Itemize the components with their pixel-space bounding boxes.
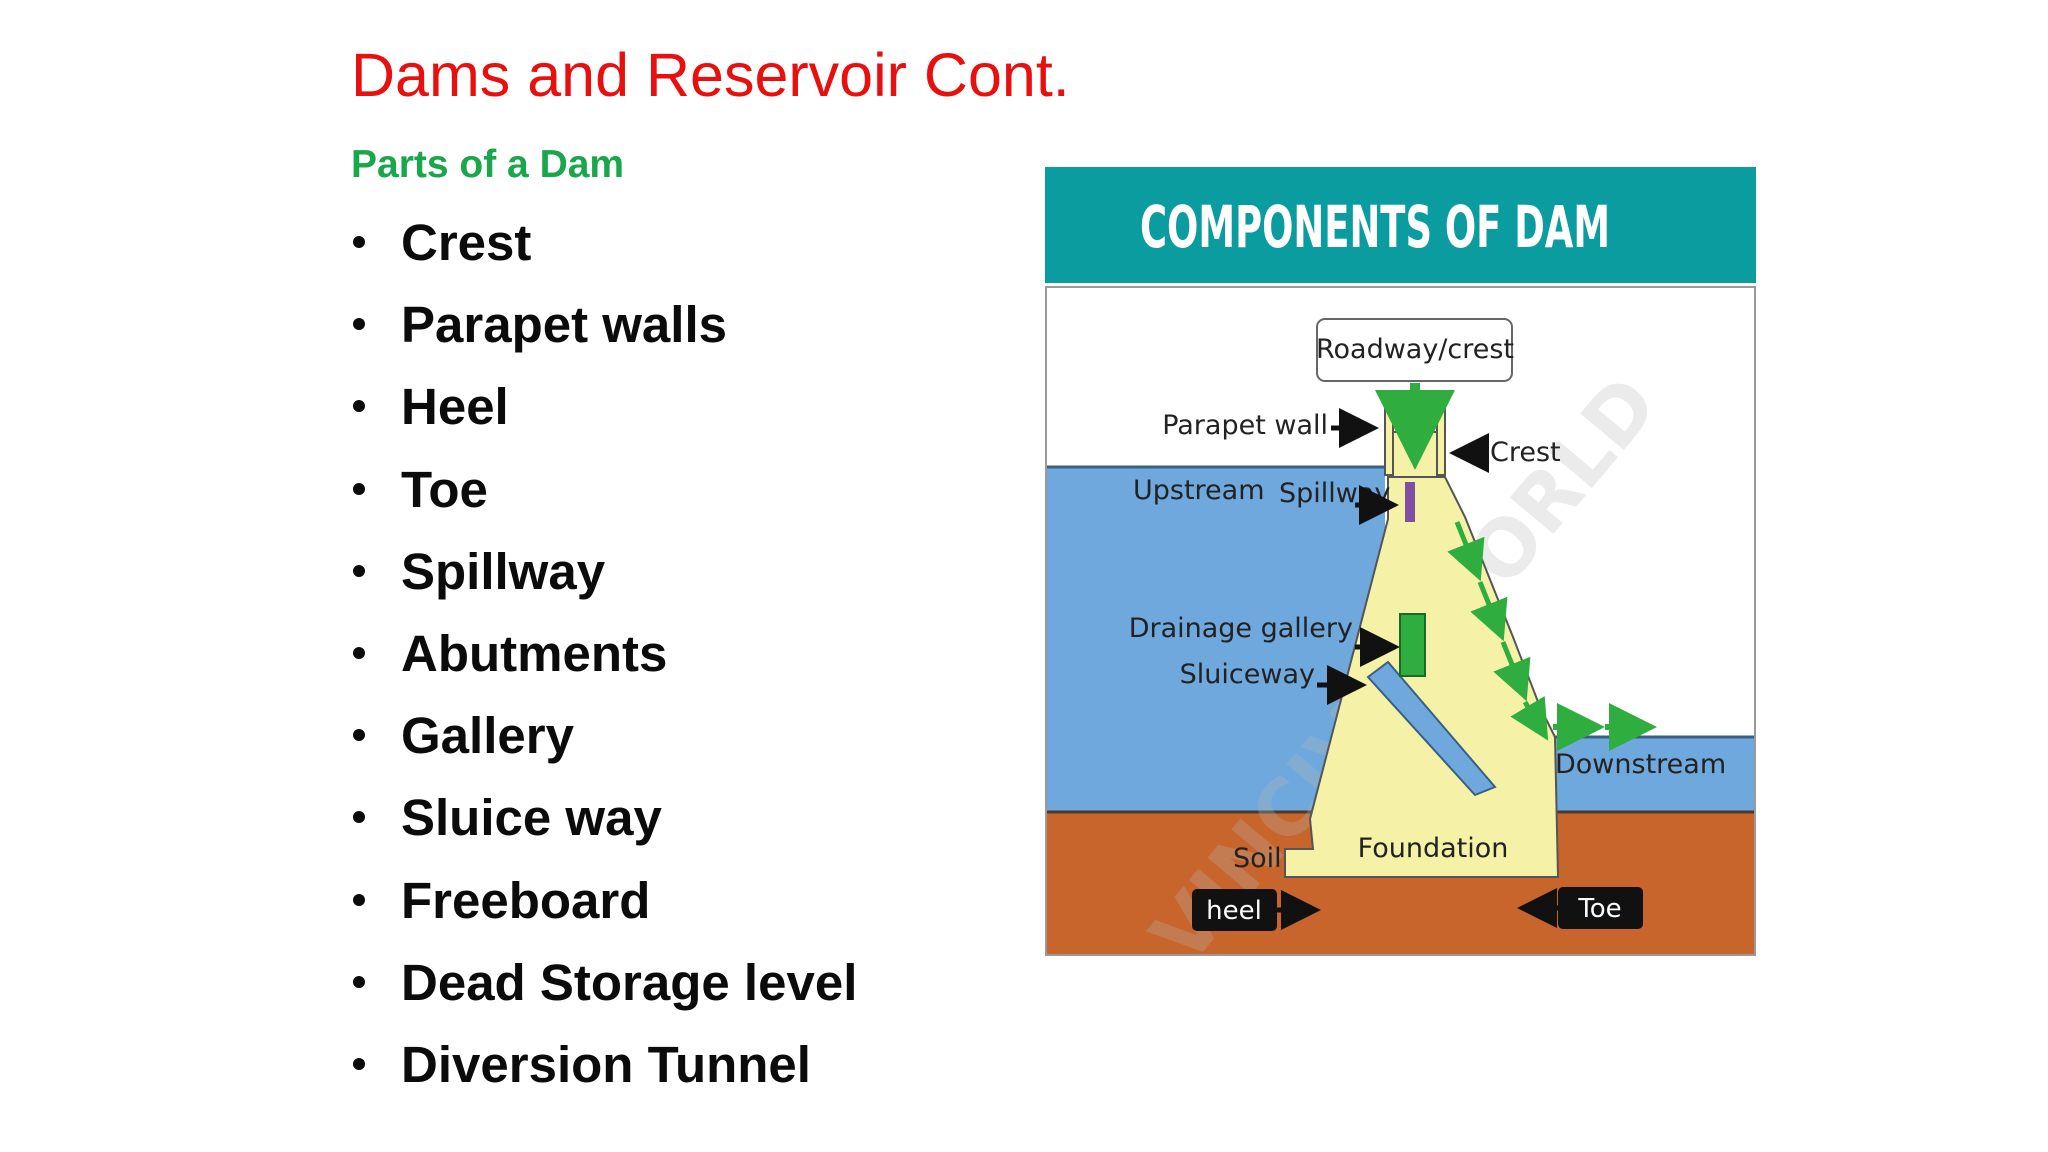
bullet-icon — [353, 1057, 365, 1070]
slide-subtitle: Parts of a Dam — [351, 143, 625, 186]
slide-title: Dams and Reservoir Cont. — [351, 41, 1070, 109]
list-item: Crest — [351, 202, 857, 284]
bullet-icon — [353, 400, 365, 413]
bullet-icon — [353, 564, 365, 577]
bullet-icon — [353, 811, 365, 824]
downstream-label: Downstream — [1555, 749, 1726, 780]
foundation-label: Foundation — [1358, 833, 1509, 864]
list-item: Abutments — [351, 613, 857, 695]
toe-label: Toe — [1577, 894, 1621, 924]
heel-label: heel — [1206, 896, 1262, 926]
upstream-water — [1047, 467, 1385, 812]
parapet-wall-left — [1384, 406, 1394, 476]
bullet-icon — [353, 482, 365, 495]
parts-list: Crest Parapet walls Heel Toe Spillway Ab… — [351, 202, 857, 1106]
crest-label: Crest — [1490, 437, 1561, 468]
parapet-label: Parapet wall — [1162, 410, 1328, 441]
upstream-label: Upstream — [1133, 475, 1265, 506]
drainage-label: Drainage gallery — [1129, 613, 1353, 644]
soil-label: Soil — [1233, 843, 1282, 874]
list-item: Toe — [351, 449, 857, 531]
figure-header-text: COMPONENTS OF DAM — [1140, 193, 1610, 261]
flow-arrow — [1493, 641, 1531, 702]
list-item: Parapet walls — [351, 284, 857, 366]
bullet-icon — [353, 646, 365, 659]
flow-arrow — [1447, 521, 1485, 582]
sluiceway-label: Sluiceway — [1180, 659, 1315, 690]
list-item: Freeboard — [351, 860, 857, 942]
list-item: Diversion Tunnel — [351, 1024, 857, 1106]
bullet-icon — [353, 975, 365, 988]
dam-diagram: COMPONENTS OF DAM VINCIVIL WORLD — [1045, 167, 1756, 956]
heel-tag — [1192, 889, 1277, 931]
list-item: Dead Storage level — [351, 942, 857, 1024]
list-item: Spillway — [351, 531, 857, 613]
roadway-label: Roadway/crest — [1316, 334, 1514, 365]
bullet-icon — [353, 236, 365, 248]
toe-tag — [1558, 887, 1643, 929]
list-item: Gallery — [351, 695, 857, 777]
list-item: Sluice way — [351, 777, 857, 859]
flow-arrow — [1470, 581, 1508, 642]
figure-header-band — [1045, 167, 1756, 283]
list-item: Heel — [351, 366, 857, 448]
roadway-box — [1316, 318, 1513, 382]
sluiceway-channel — [1366, 660, 1497, 797]
spillway-opening — [1405, 482, 1415, 522]
bullet-icon — [353, 318, 365, 331]
flow-arrow — [1510, 695, 1549, 741]
dam-components-figure: COMPONENTS OF DAM VINCIVIL WORLD — [1045, 167, 1756, 956]
parapet-wall-right — [1436, 406, 1446, 476]
bullet-icon — [353, 729, 365, 742]
bullet-icon — [353, 893, 365, 906]
drainage-gallery — [1399, 613, 1426, 677]
